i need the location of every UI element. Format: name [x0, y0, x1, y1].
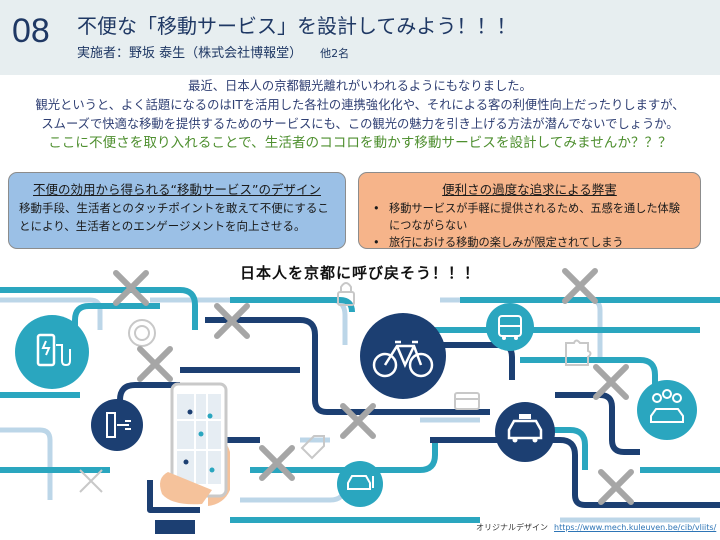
credit-link[interactable]: https://www.mech.kuleuven.be/cib/vliits/	[554, 523, 717, 532]
taxi-icon	[495, 402, 555, 462]
cross-mark	[113, 270, 149, 306]
smartphone-map-icon	[155, 382, 230, 534]
cross-mark	[137, 346, 173, 382]
drawbacks-box: 便利さの過度な追求による弊害 移動サービスが手軽に提供されるため、五感を通した体…	[358, 172, 701, 251]
parking-meter-icon	[91, 399, 143, 451]
credit-label: オリジナルデザイン	[476, 523, 548, 532]
carpool-icon	[637, 380, 697, 440]
cross-mark	[593, 364, 629, 400]
ev-charger-icon	[15, 315, 89, 389]
page-title: 不便な「移動サービス」を設計してみよう！！！	[77, 14, 517, 38]
cross-mark	[214, 303, 250, 339]
intro-highlight-line: ここに不便さを取り入れることで、生活者のココロを動かす移動サービスを設計してみま…	[48, 135, 672, 151]
cross-mark	[340, 403, 376, 439]
drawback-item: 旅行における移動の楽しみが限定されてしまう	[373, 234, 690, 251]
puzzle-icon	[565, 339, 592, 366]
intro-text: 最近、日本人の京都観光離れがいわれるようにもなりました。 観光というと、よく話題…	[0, 77, 720, 153]
cross-mark	[562, 268, 598, 304]
bus-icon	[486, 303, 534, 351]
cross-mark	[259, 445, 295, 481]
other-members: 他2名	[320, 47, 350, 60]
presenter-name: 実施者：野坂 泰生（株式会社博報堂）	[77, 46, 303, 61]
design-concept-title: 不便の効用から得られる“移動サービス”のデザイン	[33, 182, 321, 197]
mobility-network-illustration	[0, 268, 720, 534]
intro-line-3: スムーズで快適な移動を提供するためのサービスにも、この観光の魅力を引き上げる方法…	[41, 117, 679, 131]
intro-line-1: 最近、日本人の京都観光離れがいわれるようにもなりました。	[188, 79, 532, 93]
cross-marks	[113, 268, 634, 505]
design-credit: オリジナルデザイン https://www.mech.kuleuven.be/ci…	[476, 522, 716, 533]
drawback-item: 移動サービスが手軽に提供されるため、五感を通した体験につながらない	[373, 200, 690, 234]
cross-mark	[598, 469, 634, 505]
drawbacks-title: 便利さの過度な追求による弊害	[442, 182, 617, 197]
tag-icon	[300, 435, 325, 460]
car-charging-icon	[337, 461, 383, 507]
faint-icons	[79, 282, 592, 493]
slide-number: 08	[12, 12, 50, 50]
tools-icon	[79, 469, 103, 493]
slogan: 日本人を京都に呼び戻そう！！！	[239, 264, 480, 282]
design-concept-body: 移動手段、生活者とのタッチポイントを敢えて不便にすることにより、生活者とのエンゲ…	[19, 201, 329, 233]
card-icon	[454, 392, 480, 410]
bicycle-icon	[360, 313, 446, 399]
header-bar: 08 不便な「移動サービス」を設計してみよう！！！ 実施者：野坂 泰生（株式会社…	[0, 0, 720, 75]
bike-share-icon	[128, 319, 156, 347]
intro-line-2: 観光というと、よく話題になるのはITを活用した各社の連携強化化や、それによる客の…	[35, 98, 685, 112]
presenter-line: 実施者：野坂 泰生（株式会社博報堂） 他2名	[77, 42, 349, 61]
drawbacks-list: 移動サービスが手軽に提供されるため、五感を通した体験につながらない 旅行における…	[359, 198, 700, 251]
design-concept-box: 不便の効用から得られる“移動サービス”のデザイン 移動手段、生活者とのタッチポイ…	[8, 172, 346, 249]
lock-icon	[337, 282, 355, 306]
